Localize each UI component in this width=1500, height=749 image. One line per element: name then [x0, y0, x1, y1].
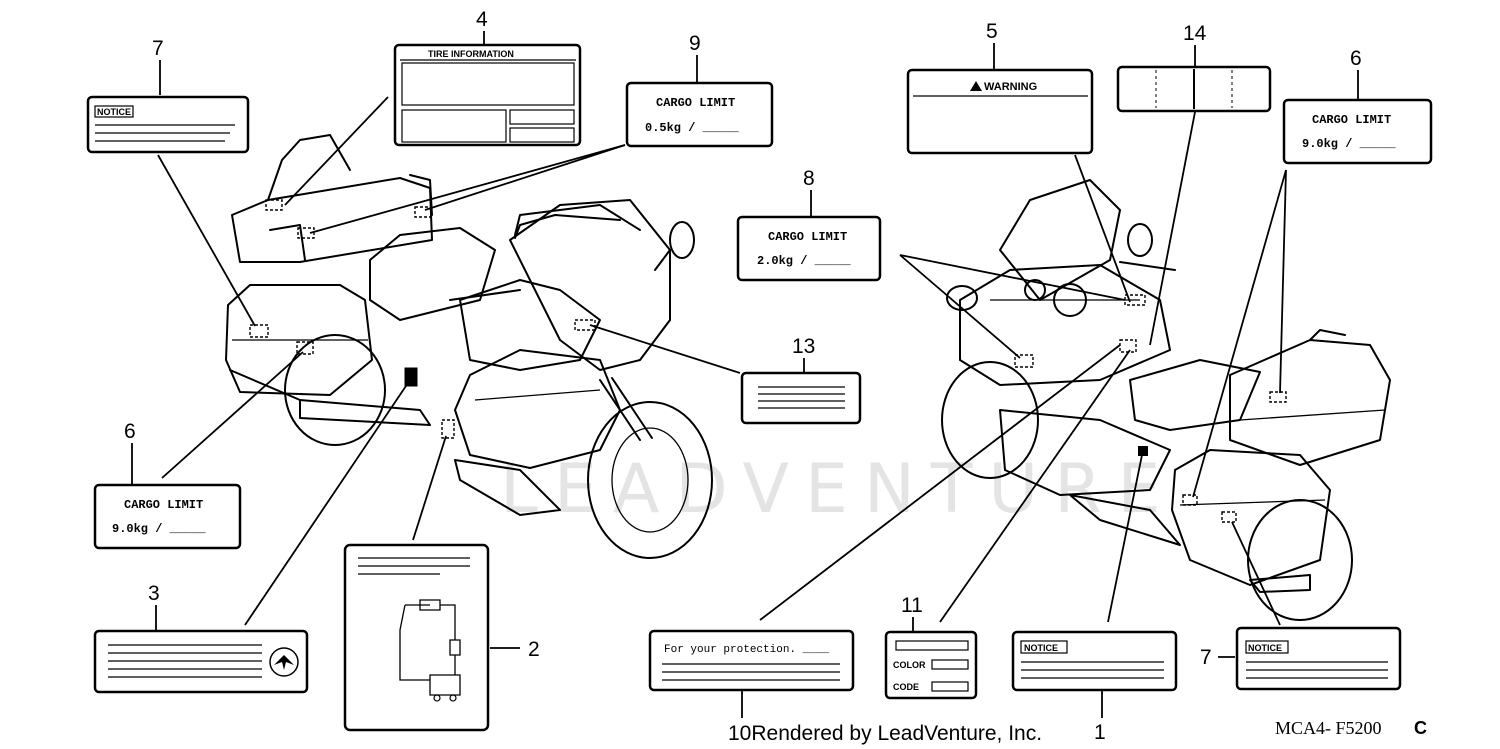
warning-triangle-icon	[970, 81, 982, 91]
cargo-limit-text: CARGO LIMIT	[768, 230, 847, 244]
callout-4: 4	[476, 8, 488, 31]
callout-9: 9	[689, 32, 701, 55]
cargo-limit-value: 0.5kg / _____	[645, 121, 739, 135]
label-3	[93, 629, 309, 694]
notice-text: NOTICE	[1248, 643, 1282, 653]
label-10-protection: For your protection. ____	[648, 629, 855, 692]
cargo-limit-value: 2.0kg / _____	[757, 254, 851, 268]
callout-13: 13	[792, 335, 815, 358]
part-code-suffix: C	[1414, 718, 1427, 738]
cargo-limit-text: CARGO LIMIT	[124, 498, 203, 512]
callout-14: 14	[1183, 22, 1207, 45]
wing-logo-icon	[269, 647, 299, 677]
label-14	[1116, 65, 1272, 113]
callout-7-left: 7	[152, 37, 164, 60]
label-5-warning: WARNING	[906, 68, 1094, 155]
label-7-notice-left: NOTICE	[86, 95, 250, 154]
callout-2: 2	[528, 638, 540, 661]
label-11-color-code: COLOR CODE	[884, 630, 978, 700]
cargo-limit-value: 9.0kg / _____	[1302, 137, 1396, 151]
cargo-limit-value: 9.0kg / _____	[112, 522, 206, 536]
label-8-cargo-limit: CARGO LIMIT 2.0kg / _____	[736, 215, 882, 282]
label-13	[740, 371, 862, 425]
watermark: LEADVENTURE	[500, 450, 1176, 529]
callout-numbers: 7 4 9 6 3 2 8 13 5 14 6 11 7 1	[124, 8, 1362, 744]
wiring-diagram-icon	[399, 599, 461, 696]
label-6-cargo-limit-left: CARGO LIMIT 9.0kg / _____	[93, 483, 242, 550]
callout-11: 11	[901, 594, 923, 617]
leader-lines	[157, 96, 1287, 658]
callout-1: 1	[1094, 721, 1106, 744]
color-text: COLOR	[893, 660, 926, 670]
label-1-notice: NOTICE	[1011, 630, 1178, 692]
part-code: MCA4- F5200	[1275, 718, 1382, 738]
notice-text: NOTICE	[1024, 643, 1058, 653]
motorcycle-right-illustration	[941, 179, 1391, 621]
wing-logo-mark	[274, 655, 294, 670]
label-2-wiring	[343, 543, 490, 732]
motorcycle-left-illustration	[225, 134, 713, 559]
callout-3: 3	[148, 582, 160, 605]
label-4-tire-information: TIRE INFORMATION	[393, 43, 582, 147]
notice-text: NOTICE	[97, 107, 131, 117]
tire-information-text: TIRE INFORMATION	[428, 49, 514, 59]
label-6-cargo-limit-right: CARGO LIMIT 9.0kg / _____	[1282, 98, 1433, 165]
label-9-cargo-limit: CARGO LIMIT 0.5kg / _____	[625, 81, 774, 148]
callout-7-right: 7	[1200, 646, 1212, 669]
callout-6-right: 6	[1350, 47, 1362, 70]
callout-5: 5	[986, 20, 998, 43]
cargo-limit-text: CARGO LIMIT	[656, 96, 735, 110]
callout-8: 8	[803, 167, 815, 190]
callout-6-left: 6	[124, 420, 136, 443]
render-credit: 10Rendered by LeadVenture, Inc.	[728, 722, 1042, 745]
code-text: CODE	[893, 682, 919, 692]
label-7-notice-right: NOTICE	[1235, 626, 1402, 691]
cargo-limit-text: CARGO LIMIT	[1312, 113, 1391, 127]
protection-text: For your protection. ____	[664, 644, 829, 656]
warning-text: WARNING	[984, 81, 1037, 93]
